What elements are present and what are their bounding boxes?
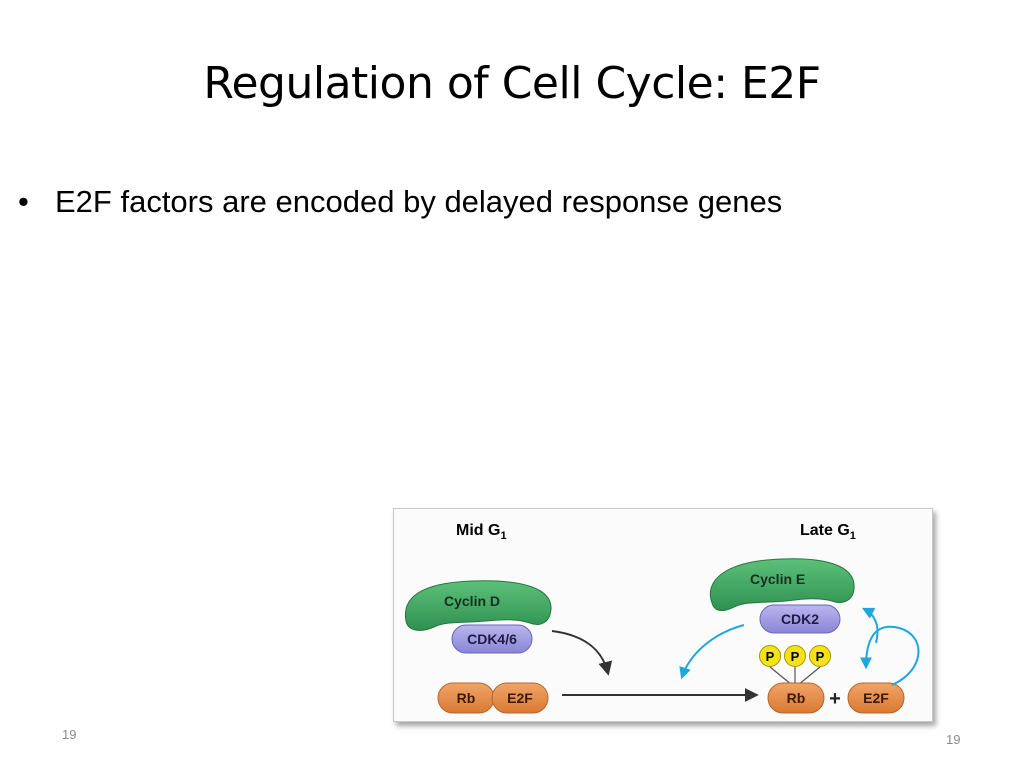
phosphate-3 xyxy=(809,645,831,667)
e2f-left-label: E2F xyxy=(507,690,533,706)
mid-g1-label: Mid G1 xyxy=(456,522,507,542)
rb-left-label: Rb xyxy=(457,690,476,706)
cdk46-action-arrow xyxy=(551,630,613,676)
e2f-feedback-loop-arrow xyxy=(860,625,920,686)
late-g1-label: Late G1 xyxy=(800,522,856,542)
slide-title: Regulation of Cell Cycle: E2F xyxy=(203,58,821,109)
rb-right-label: Rb xyxy=(787,690,806,706)
bullet-item: • E2F factors are encoded by delayed res… xyxy=(18,184,782,220)
rb-right-shape xyxy=(767,682,825,714)
cdk46-shape xyxy=(451,624,533,654)
cyclin-e-label: Cyclin E xyxy=(750,571,805,587)
cyclin-d-shape xyxy=(404,580,552,631)
bullet-list: • E2F factors are encoded by delayed res… xyxy=(18,184,782,220)
phosphate-2 xyxy=(784,645,806,667)
e2f-regulation-figure: Mid G1 Late G1 Cyclin D CDK4/6 Rb E2F Cy… xyxy=(393,508,933,722)
figure-svg: Mid G1 Late G1 Cyclin D CDK4/6 Rb E2F Cy… xyxy=(404,522,920,714)
phospho-link-1 xyxy=(769,666,793,686)
slide-number-left: 19 xyxy=(62,727,77,742)
cdk46-label: CDK4/6 xyxy=(467,631,517,647)
slide-number-right: 19 xyxy=(946,732,961,747)
cyclin-d-label: Cyclin D xyxy=(444,593,500,609)
e2f-to-cdk2-arrow xyxy=(861,607,879,644)
e2f-right-shape xyxy=(847,682,905,714)
phosphate-1 xyxy=(759,645,781,667)
bullet-dot: • xyxy=(18,184,29,219)
cdk2-label: CDK2 xyxy=(781,611,819,627)
phospho-link-3 xyxy=(797,666,821,686)
phosphate-3-label: P xyxy=(816,649,825,664)
bullet-text: E2F factors are encoded by delayed respo… xyxy=(55,184,783,219)
cyclin-e-shape xyxy=(709,558,855,611)
phosphate-2-label: P xyxy=(791,649,800,664)
e2f-right-label: E2F xyxy=(863,690,889,706)
cdk2-phosphorylation-arrow xyxy=(679,624,745,680)
plus-sign: + xyxy=(829,688,841,710)
phosphate-1-label: P xyxy=(766,649,775,664)
e2f-left-shape xyxy=(491,682,549,714)
cdk2-shape xyxy=(759,604,841,634)
